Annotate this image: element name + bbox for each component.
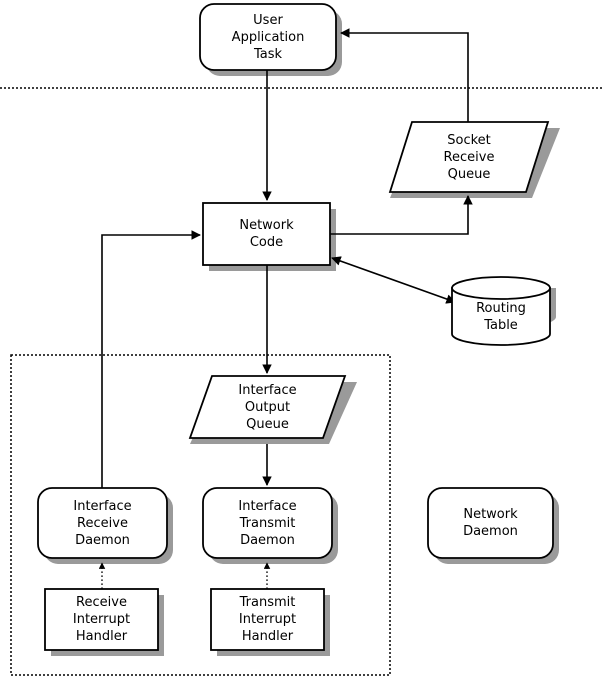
- transmit-interrupt-handler-shape[interactable]: [210, 588, 325, 651]
- interface-output-queue-shape[interactable]: [188, 375, 347, 439]
- connector-network-code-to-socket-queue: [330, 195, 473, 235]
- driver-group-boundary: [10, 354, 391, 676]
- connector-receive-daemon-to-network-code: [101, 230, 201, 488]
- network-code-shape[interactable]: [202, 202, 331, 266]
- socket-receive-queue-shape[interactable]: [388, 121, 550, 193]
- interface-receive-daemon-shape[interactable]: [37, 487, 168, 559]
- node-shapes: [37, 3, 554, 651]
- interrupt-connector-lines: [98, 562, 271, 589]
- receive-interrupt-handler-shape[interactable]: [44, 588, 159, 651]
- connector-lines: [101, 28, 473, 488]
- user-application-task-shape[interactable]: [199, 3, 337, 71]
- network-daemon-shape[interactable]: [427, 487, 554, 559]
- interface-transmit-daemon-shape[interactable]: [202, 487, 333, 559]
- routing-table-shape[interactable]: [451, 276, 551, 346]
- connector-network-code-routing-table: [331, 256, 456, 304]
- connector-socket-queue-to-app: [340, 28, 469, 122]
